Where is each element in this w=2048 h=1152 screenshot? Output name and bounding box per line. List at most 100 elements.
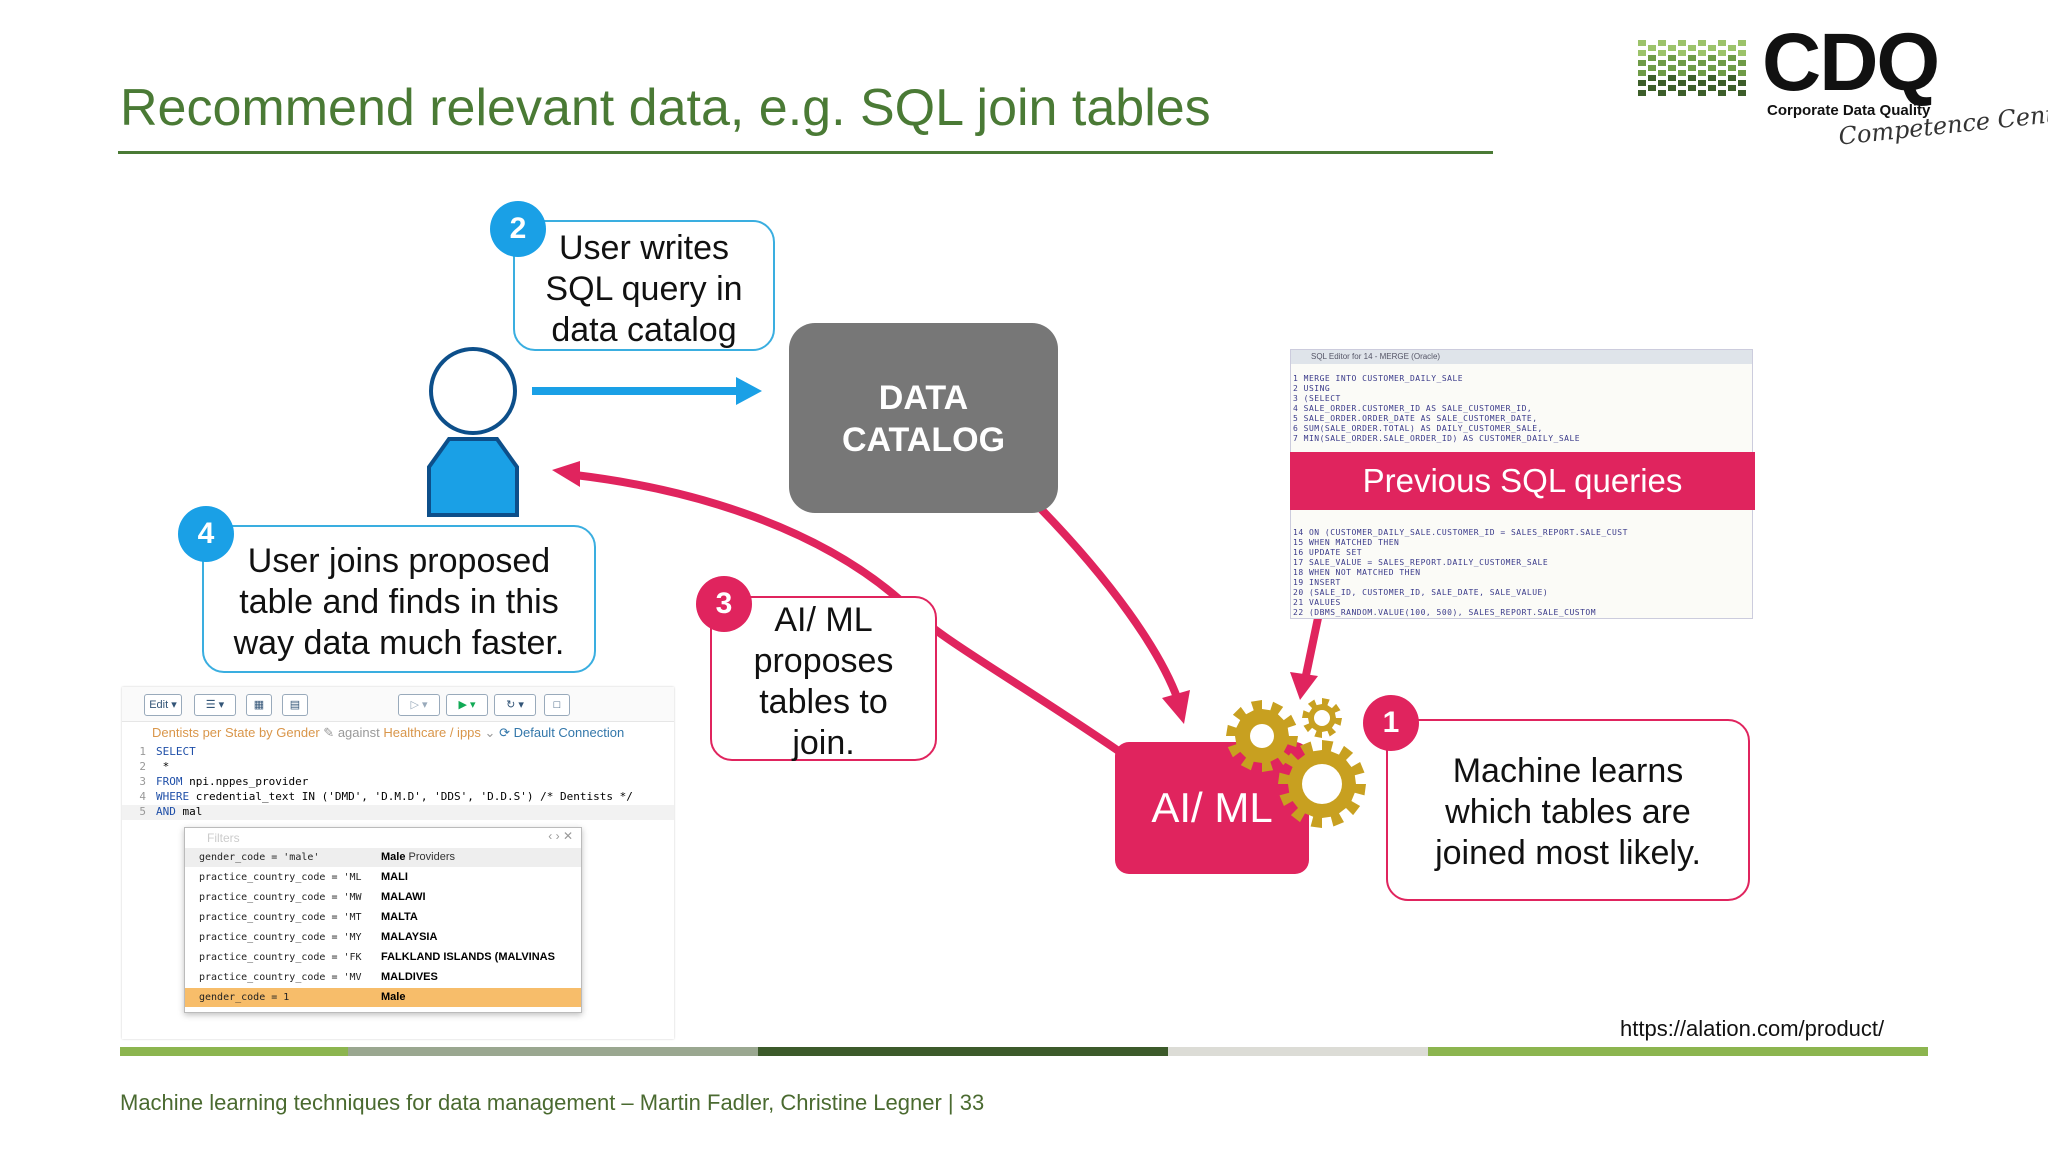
logo-dot [1708, 85, 1716, 91]
format-button[interactable]: ☰ ▾ [194, 694, 236, 716]
arrow-prevsql-to-aiml-head [1290, 672, 1318, 700]
logo-dot [1698, 80, 1706, 86]
logo-dot [1668, 45, 1676, 51]
option-label: MALI [381, 868, 408, 887]
logo-dot [1708, 75, 1716, 81]
option-match: Male [381, 851, 406, 863]
logo-dot [1738, 40, 1746, 46]
sql-keyword: FROM [156, 775, 183, 788]
run-button[interactable]: ▶ ▾ [446, 694, 488, 716]
line-number: 4 [139, 790, 146, 803]
logo-dot [1708, 55, 1716, 61]
pencil-icon[interactable]: ✎ [323, 725, 335, 740]
logo-dot [1688, 85, 1696, 91]
logo-dot [1648, 45, 1656, 51]
history-button[interactable]: ↻ ▾ [494, 694, 536, 716]
option-code: practice_country_code = 'MT [199, 912, 362, 923]
close-icon[interactable]: ‹ › ✕ [548, 829, 573, 843]
logo-dot [1678, 50, 1686, 56]
user-icon [427, 347, 519, 517]
option-code: practice_country_code = 'MY [199, 932, 362, 943]
logo-dot [1678, 40, 1686, 46]
logo-dot [1728, 85, 1736, 91]
callout-step2-line: User writes [558, 229, 730, 267]
logo-dot [1638, 50, 1646, 56]
stop-button[interactable]: □ [544, 694, 570, 716]
callout-step1-line: which tables are [1445, 793, 1691, 831]
autocomplete-option[interactable]: gender_code = 'male'Male Providers [185, 848, 581, 867]
prev-sql-titlebar: SQL Editor for 14 - MERGE (Oracle) [1291, 350, 1752, 364]
autocomplete-header: Filters ‹ › ✕ [185, 828, 581, 848]
callout-step3-line: tables to [759, 683, 888, 721]
sql-history-line: 21 VALUES [1293, 598, 1341, 607]
query-name[interactable]: Dentists per State by Gender [152, 725, 320, 740]
logo-dot [1718, 90, 1726, 96]
logo-dot [1688, 45, 1696, 51]
logo-dot [1678, 70, 1686, 76]
connection-name[interactable]: Default Connection [513, 725, 625, 740]
datasource-name[interactable]: Healthcare / ipps [383, 725, 481, 740]
logo-dot [1648, 65, 1656, 71]
source-url[interactable]: https://alation.com/product/ [1620, 1016, 1885, 1041]
autocomplete-option[interactable]: practice_country_code = 'MY MALAYSIA [185, 928, 581, 947]
option-match: MALTA [381, 911, 418, 923]
logo-dot [1698, 40, 1706, 46]
logo-dot [1668, 55, 1676, 61]
logo-dot [1738, 50, 1746, 56]
table-view-icon[interactable]: ▦ [246, 694, 272, 716]
callout-step3-line: join. [792, 724, 855, 762]
line-number: 3 [139, 775, 146, 788]
logo-dot [1738, 90, 1746, 96]
sql-history-line: 1 MERGE INTO CUSTOMER_DAILY_SALE [1293, 374, 1464, 383]
refresh-icon: ⟳ [499, 725, 510, 740]
logo-dot [1658, 70, 1666, 76]
option-label: MALAWI [381, 888, 426, 907]
option-code: practice_country_code = 'FK [199, 952, 362, 963]
autocomplete-option[interactable]: practice_country_code = 'MT MALTA [185, 908, 581, 927]
arrow-catalog-to-aiml-head [1162, 690, 1190, 724]
slide-title: Recommend relevant data, e.g. SQL join t… [120, 79, 1211, 137]
logo-dot [1658, 40, 1666, 46]
sql-keyword: SELECT [156, 745, 196, 758]
callout-step3: AI/ ML proposes tables to join. [710, 596, 937, 762]
sql-history-line: 4 SALE_ORDER.CUSTOMER_ID AS SALE_CUSTOME… [1293, 404, 1533, 413]
logo-dot [1658, 90, 1666, 96]
data-catalog-box: DATA CATALOG [789, 323, 1058, 513]
sql-history-line: 2 USING [1293, 384, 1331, 393]
logo-dot [1638, 40, 1646, 46]
sql-history-line: 18 WHEN NOT MATCHED THEN [1293, 568, 1421, 577]
logo-dot [1658, 60, 1666, 66]
ai-ml-box: AI/ ML [1115, 742, 1309, 874]
edit-menu-button[interactable]: Edit ▾ [144, 694, 182, 716]
option-label: Male Providers [381, 848, 455, 867]
catalog-label-line1: DATA [878, 379, 969, 417]
logo-dot [1708, 45, 1716, 51]
logo-dot [1708, 65, 1716, 71]
run-step-button[interactable]: ▷ ▾ [398, 694, 440, 716]
callout-step4-line: User joins proposed [247, 542, 551, 580]
logo-dot [1728, 45, 1736, 51]
chevron-down-icon: ⌄ [484, 725, 496, 740]
option-match: MALAYSIA [381, 931, 438, 943]
logo-dot [1718, 70, 1726, 76]
chart-view-icon[interactable]: ▤ [282, 694, 308, 716]
sql-history-line: 5 SALE_ORDER.ORDER_DATE AS SALE_CUSTOMER… [1293, 414, 1538, 423]
step-badge-4: 4 [178, 506, 234, 562]
logo-dot [1658, 50, 1666, 56]
logo-dot [1678, 60, 1686, 66]
logo-dot [1648, 75, 1656, 81]
editor-toolbar: Edit ▾ ☰ ▾ ▦ ▤ ▷ ▾ ▶ ▾ ↻ ▾ □ [122, 687, 674, 722]
sql-history-line: 16 UPDATE SET [1293, 548, 1363, 557]
code-line[interactable]: 2 * [122, 760, 674, 775]
logo-dot [1718, 50, 1726, 56]
logo-dot [1728, 65, 1736, 71]
